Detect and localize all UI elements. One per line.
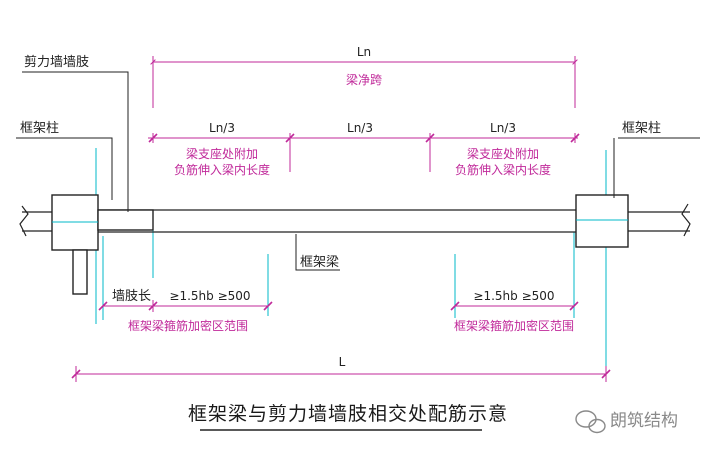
ln-caption: 梁净跨: [346, 72, 382, 87]
neg-rebar-left-line2: 负筋伸入梁内长度: [174, 162, 270, 177]
column-stub-below: [72, 249, 88, 295]
tick-mark: [148, 301, 158, 311]
ln3-mid-label: Ln/3: [347, 121, 373, 135]
ln3-right-label: Ln/3: [490, 121, 516, 135]
leader-lines: [16, 71, 700, 271]
tick-mark: [98, 301, 108, 311]
shear-wall-leader: [22, 71, 129, 212]
frame-column-right-label: 框架柱: [622, 121, 661, 136]
stirrup-length-right: ≥1.5hb ≥500: [473, 289, 554, 303]
ln-label: Ln: [357, 45, 371, 59]
wechat-icon: [575, 410, 606, 434]
tick-mark: [425, 133, 435, 143]
tick-mark: [285, 133, 295, 143]
tick-mark: [450, 301, 460, 311]
stirrup-zone-right-label: 框架梁箍筋加密区范围: [454, 318, 574, 333]
frame-beam-label: 框架梁: [300, 255, 339, 270]
neg-rebar-left-line1: 梁支座处附加: [186, 146, 258, 161]
tick-mark: [569, 301, 579, 311]
dimension-lines: [75, 56, 607, 382]
tick-mark: [71, 369, 81, 379]
neg-rebar-right-line1: 梁支座处附加: [467, 146, 539, 161]
frame-column-left-label: 框架柱: [20, 121, 59, 136]
tick-mark: [148, 133, 158, 143]
guide-lines: [95, 148, 607, 378]
frame-beam: [19, 203, 691, 237]
break-line-left: [19, 205, 29, 237]
neg-rebar-right-line2: 负筋伸入梁内长度: [455, 162, 551, 177]
tick-mark: [601, 369, 611, 379]
tick-mark: [263, 301, 273, 311]
total-length-label: L: [339, 355, 346, 369]
watermark: 朗筑结构: [575, 410, 678, 434]
ln3-left-label: Ln/3: [209, 121, 235, 135]
stirrup-zone-left-label: 框架梁箍筋加密区范围: [128, 318, 248, 333]
stirrup-length-left: ≥1.5hb ≥500: [169, 289, 250, 303]
dimension-ticks: [71, 133, 611, 379]
break-line-right: [681, 203, 691, 237]
diagram-title: 框架梁与剪力墙墙肢相交处配筋示意: [188, 403, 508, 425]
wall-limb-length-label: 墙肢长: [112, 288, 151, 304]
watermark-text: 朗筑结构: [610, 411, 678, 431]
shear-wall-limb-block: [97, 209, 154, 231]
tick-mark: [570, 133, 580, 143]
right-frame-column: [575, 194, 629, 248]
left-column-leader: [16, 137, 113, 200]
frame-beam-leader: [295, 234, 340, 271]
shear-wall-limb-label: 剪力墙墙肢: [24, 54, 89, 70]
